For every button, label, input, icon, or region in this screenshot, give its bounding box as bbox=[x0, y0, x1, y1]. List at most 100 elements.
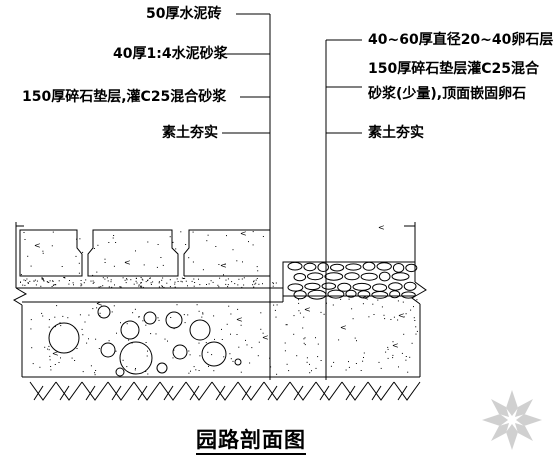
speckle bbox=[208, 365, 209, 367]
speckle bbox=[42, 279, 44, 281]
speckle bbox=[315, 367, 317, 369]
speckle bbox=[262, 236, 264, 237]
speckle bbox=[170, 317, 172, 318]
speckle bbox=[174, 281, 176, 283]
speckle bbox=[138, 284, 140, 286]
speckle bbox=[40, 285, 42, 287]
speckle bbox=[198, 370, 200, 371]
speckle bbox=[413, 306, 414, 308]
speckle bbox=[99, 315, 101, 317]
speckle bbox=[177, 281, 179, 282]
speckle bbox=[276, 373, 278, 375]
speckle bbox=[306, 357, 308, 359]
speckle bbox=[126, 366, 128, 368]
speckle bbox=[147, 241, 149, 243]
label-compacted-soil-left: 素土夯实 bbox=[162, 125, 218, 141]
fill-glyph: < bbox=[304, 305, 311, 314]
speckle bbox=[231, 281, 233, 283]
fill-glyph: < bbox=[362, 293, 369, 302]
speckle bbox=[82, 334, 84, 336]
speckle bbox=[237, 308, 239, 310]
speckle bbox=[241, 278, 243, 280]
hatch-stroke bbox=[263, 381, 291, 401]
speckle bbox=[147, 373, 149, 375]
speckle bbox=[273, 304, 275, 306]
speckle bbox=[71, 357, 73, 359]
speckle bbox=[234, 283, 236, 285]
speckle bbox=[42, 278, 44, 280]
pebble bbox=[303, 262, 317, 272]
label-pebble-layer: 40~60厚直径20~40卵石层 bbox=[368, 32, 554, 48]
speckle bbox=[147, 279, 149, 281]
fill-glyph: < bbox=[398, 311, 405, 320]
speckle bbox=[262, 283, 263, 285]
speckle bbox=[362, 303, 364, 305]
speckle bbox=[384, 318, 386, 320]
speckle bbox=[54, 316, 56, 318]
speckle bbox=[269, 357, 271, 359]
speckle bbox=[48, 345, 50, 347]
speckle bbox=[405, 313, 407, 315]
speckle bbox=[131, 342, 133, 344]
speckle bbox=[92, 280, 94, 282]
speckle bbox=[142, 279, 144, 281]
speckle bbox=[173, 328, 175, 330]
speckle bbox=[236, 334, 238, 335]
speckle bbox=[98, 348, 100, 349]
speckle bbox=[63, 277, 65, 278]
speckle bbox=[60, 357, 61, 359]
speckle bbox=[207, 351, 209, 353]
speckle bbox=[79, 314, 81, 316]
drawing-title: 园路剖面图 bbox=[196, 428, 306, 455]
hatch-stroke bbox=[33, 385, 44, 401]
speckle bbox=[39, 366, 41, 368]
speckle bbox=[58, 280, 60, 282]
speckle bbox=[360, 370, 362, 371]
speckle bbox=[213, 370, 215, 372]
speckle bbox=[74, 327, 76, 329]
speckle bbox=[240, 371, 242, 373]
speckle bbox=[249, 362, 251, 364]
speckle bbox=[32, 363, 34, 365]
pebble bbox=[345, 263, 362, 271]
speckle bbox=[237, 284, 239, 286]
speckle bbox=[68, 283, 70, 285]
speckle bbox=[248, 241, 249, 243]
speckle bbox=[92, 274, 94, 276]
speckle bbox=[338, 339, 340, 341]
speckle bbox=[225, 279, 227, 281]
speckle bbox=[206, 284, 207, 285]
speckle bbox=[238, 278, 240, 280]
speckle bbox=[217, 284, 219, 286]
speckle bbox=[180, 231, 182, 233]
speckle bbox=[80, 283, 82, 285]
speckle bbox=[62, 315, 64, 317]
speckle bbox=[108, 242, 110, 243]
speckle bbox=[275, 316, 277, 318]
speckle bbox=[392, 354, 394, 356]
speckle bbox=[54, 284, 56, 286]
speckle bbox=[288, 370, 290, 372]
speckle bbox=[115, 350, 117, 352]
speckle bbox=[180, 280, 182, 282]
speckle bbox=[92, 282, 94, 284]
speckle bbox=[41, 278, 43, 280]
speckle bbox=[93, 281, 95, 283]
speckle bbox=[140, 277, 142, 278]
speckle bbox=[385, 351, 387, 353]
speckle bbox=[116, 332, 117, 334]
speckle bbox=[326, 302, 327, 304]
speckle bbox=[323, 313, 325, 315]
fill-glyph: < bbox=[124, 258, 131, 267]
pebble bbox=[307, 272, 324, 281]
speckle bbox=[76, 238, 78, 240]
fill-glyph: < bbox=[378, 223, 385, 232]
speckle bbox=[193, 278, 195, 280]
speckle bbox=[61, 266, 63, 267]
hatch-stroke bbox=[215, 385, 226, 401]
speckle bbox=[150, 282, 152, 284]
speckle bbox=[351, 308, 353, 310]
pebble-layer bbox=[282, 261, 415, 302]
speckle bbox=[47, 348, 49, 350]
speckle bbox=[256, 266, 258, 268]
